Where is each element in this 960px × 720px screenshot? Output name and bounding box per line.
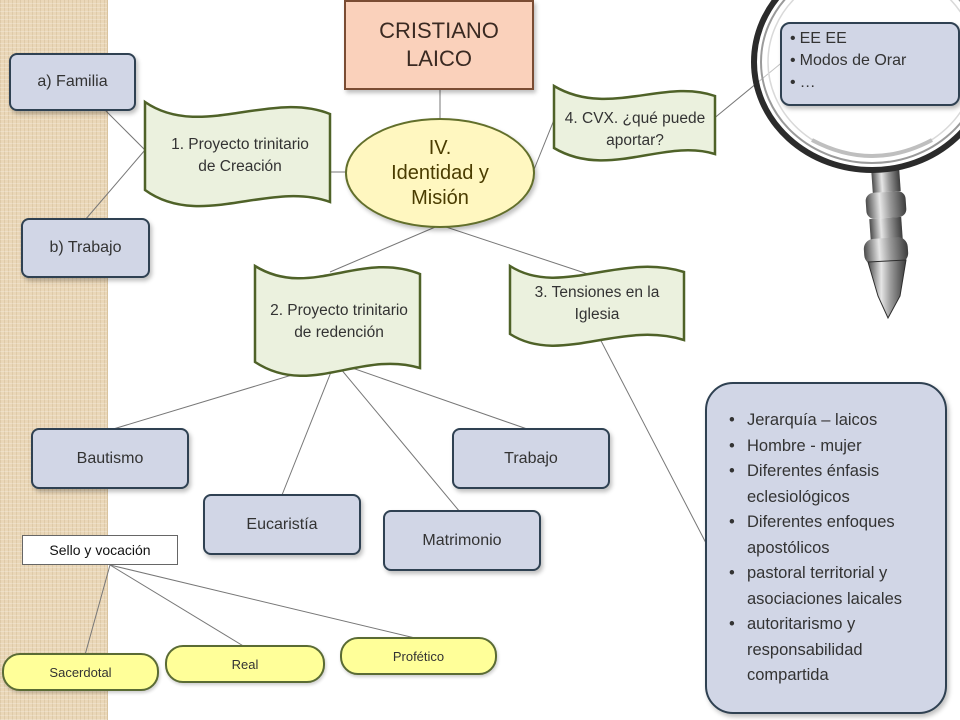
sello-label: Sello y vocación (22, 535, 178, 565)
tension-item: autoritarismo y responsabilidad comparti… (727, 612, 935, 689)
eucaristia-box: Eucaristía (203, 494, 361, 555)
cvx-item: EE EE (790, 28, 952, 50)
cvx-items-box: EE EE Modos de Orar … (780, 22, 960, 106)
title-text: CRISTIANO LAICO (379, 18, 499, 71)
connector-sello-profetico (109, 564, 416, 639)
flag-shapes (143, 83, 717, 377)
connector-center-redencion (329, 224, 441, 273)
bautismo-box: Bautismo (31, 428, 189, 489)
trabajo-box: Trabajo (452, 428, 610, 489)
cvx-item: Modos de Orar (790, 50, 952, 72)
familia-box: a) Familia (9, 53, 136, 111)
center-oval: IV. Identidad y Misión (345, 118, 535, 228)
tension-item: pastoral territorial y asociaciones laic… (727, 561, 935, 612)
tension-item: Diferentes énfasis eclesiológicos (727, 459, 935, 510)
connector-redencion-eucaristia (281, 361, 336, 496)
flag-shape-cvx (552, 83, 717, 162)
flag-shape-redencion (253, 263, 422, 377)
connector-creacion-trabajo (84, 149, 146, 221)
flag-shape-tensiones (508, 263, 686, 347)
flag-shape-creacion (143, 99, 332, 208)
flag-cvx: 4. CVX. ¿qué puede aportar? (564, 110, 706, 149)
tensiones-list-box: Jerarquía – laicos Hombre - mujer Difere… (705, 382, 947, 714)
connector-redencion-matrimonio (334, 361, 461, 513)
center-text: IV. Identidad y Misión (391, 136, 489, 209)
flag-tensiones: 3. Tensiones en la Iglesia (534, 284, 660, 323)
title-box: CRISTIANO LAICO (344, 0, 534, 90)
connector-center-tensiones (439, 224, 601, 279)
cvx-item: … (790, 72, 952, 94)
flag-creacion: 1. Proyecto trinitario de Creación (171, 136, 309, 175)
real-box: Real (165, 645, 325, 683)
tension-item: Hombre - mujer (727, 434, 935, 460)
textured-side-strip (0, 0, 108, 720)
connector-redencion-trabajo (334, 361, 531, 431)
trabajo-b-box: b) Trabajo (21, 218, 150, 278)
connector-sello-sacerdotal (84, 564, 111, 656)
flag-redencion: 2. Proyecto trinitario de redención (270, 302, 408, 341)
profetico-box: Profético (340, 637, 497, 675)
connector-tensiones-list (597, 334, 708, 546)
matrimonio-box: Matrimonio (383, 510, 541, 571)
tension-item: Diferentes enfoques apostólicos (727, 510, 935, 561)
tension-item: Jerarquía – laicos (727, 408, 935, 434)
connector-sello-real (109, 564, 246, 648)
sacerdotal-box: Sacerdotal (2, 653, 159, 691)
